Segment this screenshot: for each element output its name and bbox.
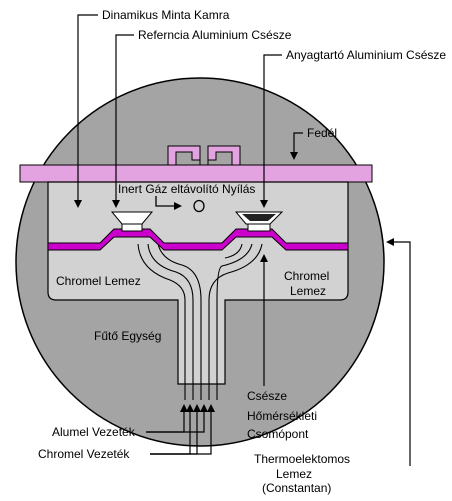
label-alumel-wire: Alumel Vezeték [52,425,136,439]
label-cup-junction-3: Csomópont [247,427,309,441]
label-heater: Fűtő Egység [94,329,161,343]
gas-outlet-arrow [155,196,205,213]
reference-cup [110,211,154,232]
lid-band [19,145,373,183]
label-chromel-wire: Chromel Vezeték [38,447,130,461]
label-inert-gas-outlet: Inert Gáz eltávolító Nyílás [118,182,255,196]
label-thermoelectric-1: Thermoelektomos [254,452,350,466]
thermocouple-wires [137,243,263,400]
label-cup-junction-2: Hőmérsékleti [247,409,317,423]
label-dynamic-chamber: Dinamikus Minta Kamra [102,8,230,22]
label-cup-junction-1: Csésze [247,389,287,403]
label-lid: Fedél [307,126,337,140]
label-chromel-plate-left: Chromel Lemez [56,274,141,288]
label-sample-cup: Anyagtartó Aluminium Csésze [286,48,446,62]
sample-cup [234,211,284,232]
label-chromel-plate-right-1: Chromel [284,269,329,283]
label-thermoelectric-2: Lemez [276,467,312,481]
label-thermoelectric-3: (Constantan) [262,481,331,495]
chromel-plate [47,228,349,251]
leader-lines [74,14,411,466]
label-chromel-plate-right-2: Lemez [290,284,326,298]
label-reference-cup: Referncia Aluminium Csésze [138,28,292,42]
